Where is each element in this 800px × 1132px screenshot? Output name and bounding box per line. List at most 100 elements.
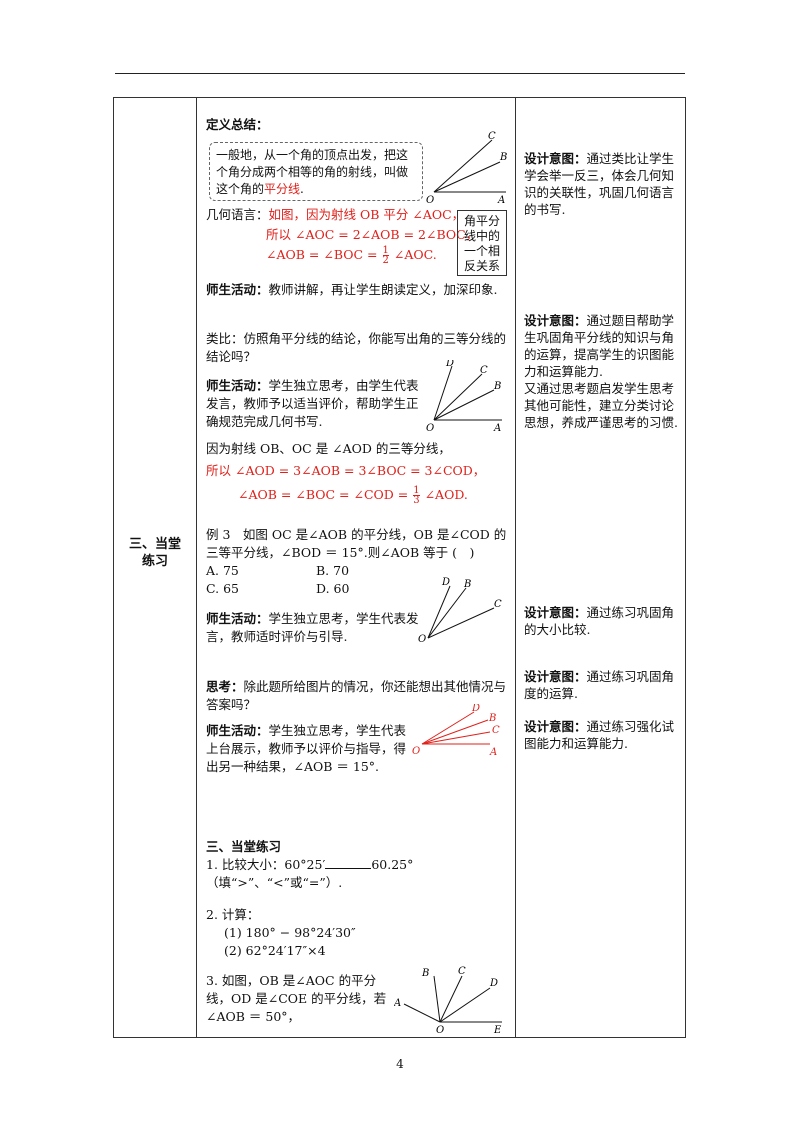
label-b: B: [493, 381, 501, 392]
definition-term: 平分线: [264, 182, 301, 196]
label-c: C: [492, 725, 500, 736]
frac-num: 1: [413, 485, 420, 496]
ray-oc: [433, 373, 483, 421]
label-b: B: [499, 152, 507, 163]
activity-3-label: 师生活动：: [206, 611, 269, 626]
trisect-line3-post: ∠AOD.: [424, 487, 468, 502]
note-5-text: 通过练习巩固角度的运算.: [524, 669, 675, 701]
ray-ob: [433, 975, 441, 1023]
q1-pre: 1. 比较大小：60°25′: [206, 857, 326, 872]
geo-line1: 如图，因为射线 OB 平分 ∠AOC，: [268, 207, 465, 222]
label-o: O: [436, 1025, 444, 1034]
design-note-3: 又通过思考题启发学生思考其他可能性，建立分类讨论思想，养成严谨思考的习惯.: [524, 380, 684, 431]
label-o: O: [412, 746, 420, 757]
note-1-text: 通过类比让学生学会举一反三，体会几何知识的关联性，巩固几何语言的书写.: [524, 151, 675, 217]
activity-2-text: 学生独立思考，由学生代表发言，教师予以适当评价，帮助学生正确规范完成几何书写.: [206, 378, 419, 429]
note-2-label: 设计意图：: [524, 313, 587, 328]
option-c: C. 65: [206, 581, 239, 596]
analogy-question: 类比：仿照角平分线的结论，你能写出角的三等分线的结论吗？: [206, 331, 507, 364]
activity-4-label: 师生活动：: [206, 723, 269, 738]
note-5-label: 设计意图：: [524, 669, 587, 684]
ray-oc: [439, 975, 463, 1023]
practice-q3: 3. 如图，OB 是∠AOC 的平分线，OD 是∠COE 的平分线，若∠AOB …: [206, 973, 387, 1024]
label-o: O: [418, 634, 426, 644]
column-divider-1: [196, 98, 197, 1037]
q1-answer-blank[interactable]: [325, 857, 372, 869]
ray-od: [439, 987, 491, 1023]
activity-2-label: 师生活动：: [206, 378, 269, 393]
frac-num: 1: [382, 245, 389, 256]
side-note-box: 角平分线中的一个相反关系: [457, 210, 507, 276]
label-d: D: [445, 360, 454, 369]
label-c: C: [488, 131, 496, 142]
q1-post: 60.25°（填“>”、“<”或“=”）.: [206, 857, 414, 890]
geo-language-line1: 几何语言：如图，因为射线 OB 平分 ∠AOC，: [206, 206, 464, 224]
column-divider-2: [515, 98, 516, 1037]
design-note-1: 设计意图：通过类比让学生学会举一反三，体会几何知识的关联性，巩固几何语言的书写.: [524, 150, 684, 218]
label-a: A: [394, 998, 401, 1009]
ray-oa: [403, 1003, 441, 1023]
label-a: A: [493, 423, 501, 434]
frac-den: 2: [382, 255, 389, 266]
ray-ob: [433, 161, 501, 193]
ray-od: [421, 711, 475, 745]
note-6-label: 设计意图：: [524, 719, 587, 734]
geo-line3-post: ∠AOC.: [393, 247, 437, 262]
label-b: B: [463, 579, 471, 590]
design-note-6: 设计意图：通过练习强化试图能力和运算能力.: [524, 718, 684, 752]
design-note-4: 设计意图：通过练习巩固角的大小比较.: [524, 604, 684, 638]
ray-ob: [421, 719, 489, 745]
option-a: A. 75: [206, 563, 239, 578]
label-d: D: [489, 978, 498, 989]
definition-box: 一般地，从一个角的顶点出发，把这个角分成两个相等的角的射线，叫做这个角的平分线.: [209, 142, 423, 201]
definition-heading: 定义总结：: [206, 117, 269, 132]
ray-ob: [427, 587, 467, 639]
ray-oc: [421, 731, 491, 745]
activity-3-text: 学生独立思考，学生代表发言，教师适时评价与引导.: [206, 611, 419, 644]
activity-4-text: 学生独立思考，学生代表上台展示，教师予以评价与指导，得出另一种结果，∠AOB ＝…: [206, 723, 407, 774]
activity-3: 师生活动：学生独立思考，学生代表发言，教师适时评价与引导.: [206, 610, 421, 646]
label-o: O: [426, 423, 434, 434]
label-a: A: [497, 195, 505, 206]
label-d: D: [471, 704, 480, 714]
frac-den: 3: [413, 495, 420, 506]
label-c: C: [458, 966, 466, 977]
ray-ob: [433, 389, 495, 421]
note-3-text: 又通过思考题启发学生思考其他可能性，建立分类讨论思想，养成严谨思考的习惯.: [524, 381, 678, 430]
label-d: D: [441, 577, 450, 588]
design-note-2: 设计意图：通过题目帮助学生巩固角平分线的知识与角的运算，提高学生的识图能力和运算…: [524, 312, 684, 380]
definition-text: 一般地，从一个角的顶点出发，把这个角分成两个相等的角的射线，叫做这个角的: [216, 148, 409, 196]
header-rule: [115, 73, 685, 74]
option-d: D. 60: [316, 581, 350, 596]
figure-practice-3: B C D A O E: [394, 966, 502, 1034]
ray-oc: [427, 607, 495, 639]
figure-trisectors: D C B O A: [426, 360, 502, 434]
section-label: 三、当堂 练习: [128, 537, 181, 569]
ray-od: [433, 365, 453, 421]
figure-think: D B C O A: [412, 704, 500, 758]
note-1-label: 设计意图：: [524, 151, 587, 166]
figure-angle-bisector: C B O A: [426, 131, 507, 206]
think-text: 除此题所给图片的情况，你还能想出其他情况与答案吗？: [206, 679, 507, 712]
label-c: C: [494, 599, 502, 610]
definition-period: .: [300, 182, 304, 196]
option-b: B. 70: [316, 563, 350, 578]
design-note-5: 设计意图：通过练习巩固角度的运算.: [524, 668, 684, 702]
label-c: C: [480, 365, 488, 376]
geo-prefix: 几何语言：: [206, 207, 269, 222]
activity-4: 师生活动：学生独立思考，学生代表上台展示，教师予以评价与指导，得出另一种结果，∠…: [206, 722, 416, 776]
figure-example-3: D B C O: [418, 577, 502, 644]
geo-language-line2: 所以 ∠AOC = 2∠AOB = 2∠BOC，: [266, 227, 479, 242]
page-number: 4: [396, 1057, 404, 1071]
example-3-text: 例 3 如图 OC 是∠AOB 的平分线，OB 是∠COD 的三等平分线，∠BO…: [206, 527, 507, 560]
think-label: 思考：: [206, 679, 244, 694]
activity-1: 师生活动：教师讲解，再让学生朗读定义，加深印象.: [206, 281, 509, 299]
label-o: O: [426, 195, 434, 206]
practice-heading: 三、当堂练习: [206, 839, 282, 854]
lesson-table: 三、当堂 练习 定义总结： 一般地，从一个角的顶点出发，把这个角分成两个相等的角…: [113, 97, 686, 1038]
think-question: 思考：除此题所给图片的情况，你还能想出其他情况与答案吗？: [206, 678, 509, 714]
